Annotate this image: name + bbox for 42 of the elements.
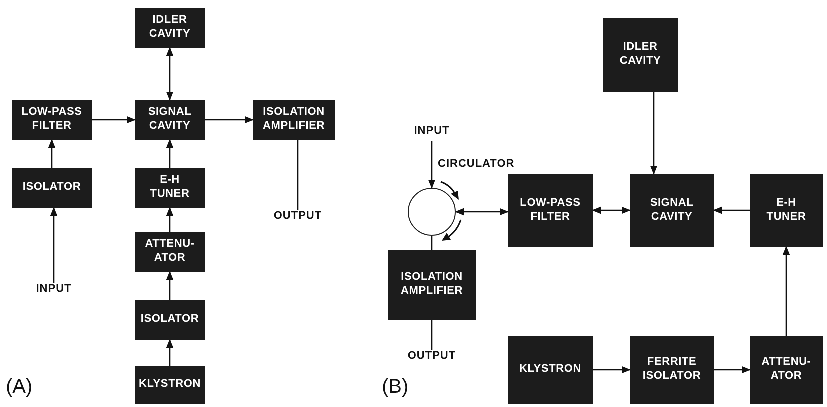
- block-box: FERRITE ISOLATOR: [630, 336, 714, 404]
- signal-arrow: [782, 246, 790, 336]
- component-label: CIRCULATOR: [438, 158, 515, 170]
- panel-label: (A): [6, 376, 33, 399]
- signal-arrow: [593, 366, 631, 374]
- signal-arrow: [50, 207, 58, 283]
- signal-arrow: [713, 206, 750, 214]
- signal-arrow: [48, 139, 56, 168]
- block-box: IDLER CAVITY: [135, 8, 205, 48]
- block-box: LOW-PASS FILTER: [508, 174, 593, 247]
- block-box: E-H TUNER: [135, 168, 205, 208]
- signal-arrow: [455, 208, 509, 216]
- signal-arrow: [166, 271, 174, 300]
- block-box: ISOLATOR: [135, 300, 205, 340]
- signal-arrow: [166, 339, 174, 366]
- signal-arrow: [592, 206, 631, 214]
- panel-label: (B): [382, 376, 409, 399]
- block-box: ATTENU- ATOR: [750, 336, 823, 404]
- block-box: LOW-PASS FILTER: [12, 100, 92, 140]
- port-label: INPUT: [28, 283, 80, 299]
- port-label: OUTPUT: [404, 350, 460, 366]
- signal-arrow: [92, 116, 136, 124]
- block-box: ATTENU- ATOR: [135, 232, 205, 272]
- signal-arrow: [166, 207, 174, 232]
- block-box: SIGNAL CAVITY: [630, 174, 714, 247]
- block-box: ISOLATION AMPLIFIER: [388, 250, 476, 320]
- signal-arrow: [428, 141, 436, 189]
- signal-arrow: [166, 139, 174, 168]
- block-box: ISOLATION AMPLIFIER: [253, 100, 335, 140]
- port-label: INPUT: [407, 125, 457, 141]
- circulator-circle: [408, 188, 456, 236]
- signal-arrow: [205, 116, 254, 124]
- block-box: KLYSTRON: [508, 336, 593, 404]
- block-box: KLYSTRON: [135, 366, 205, 404]
- port-label: OUTPUT: [272, 210, 324, 226]
- signal-arrow: [166, 47, 174, 101]
- block-box: IDLER CAVITY: [603, 18, 678, 92]
- signal-arrow: [650, 92, 658, 175]
- signal-arrow: [714, 366, 751, 374]
- block-box: E-H TUNER: [750, 174, 823, 247]
- block-box: SIGNAL CAVITY: [135, 100, 205, 140]
- block-box: ISOLATOR: [12, 168, 92, 208]
